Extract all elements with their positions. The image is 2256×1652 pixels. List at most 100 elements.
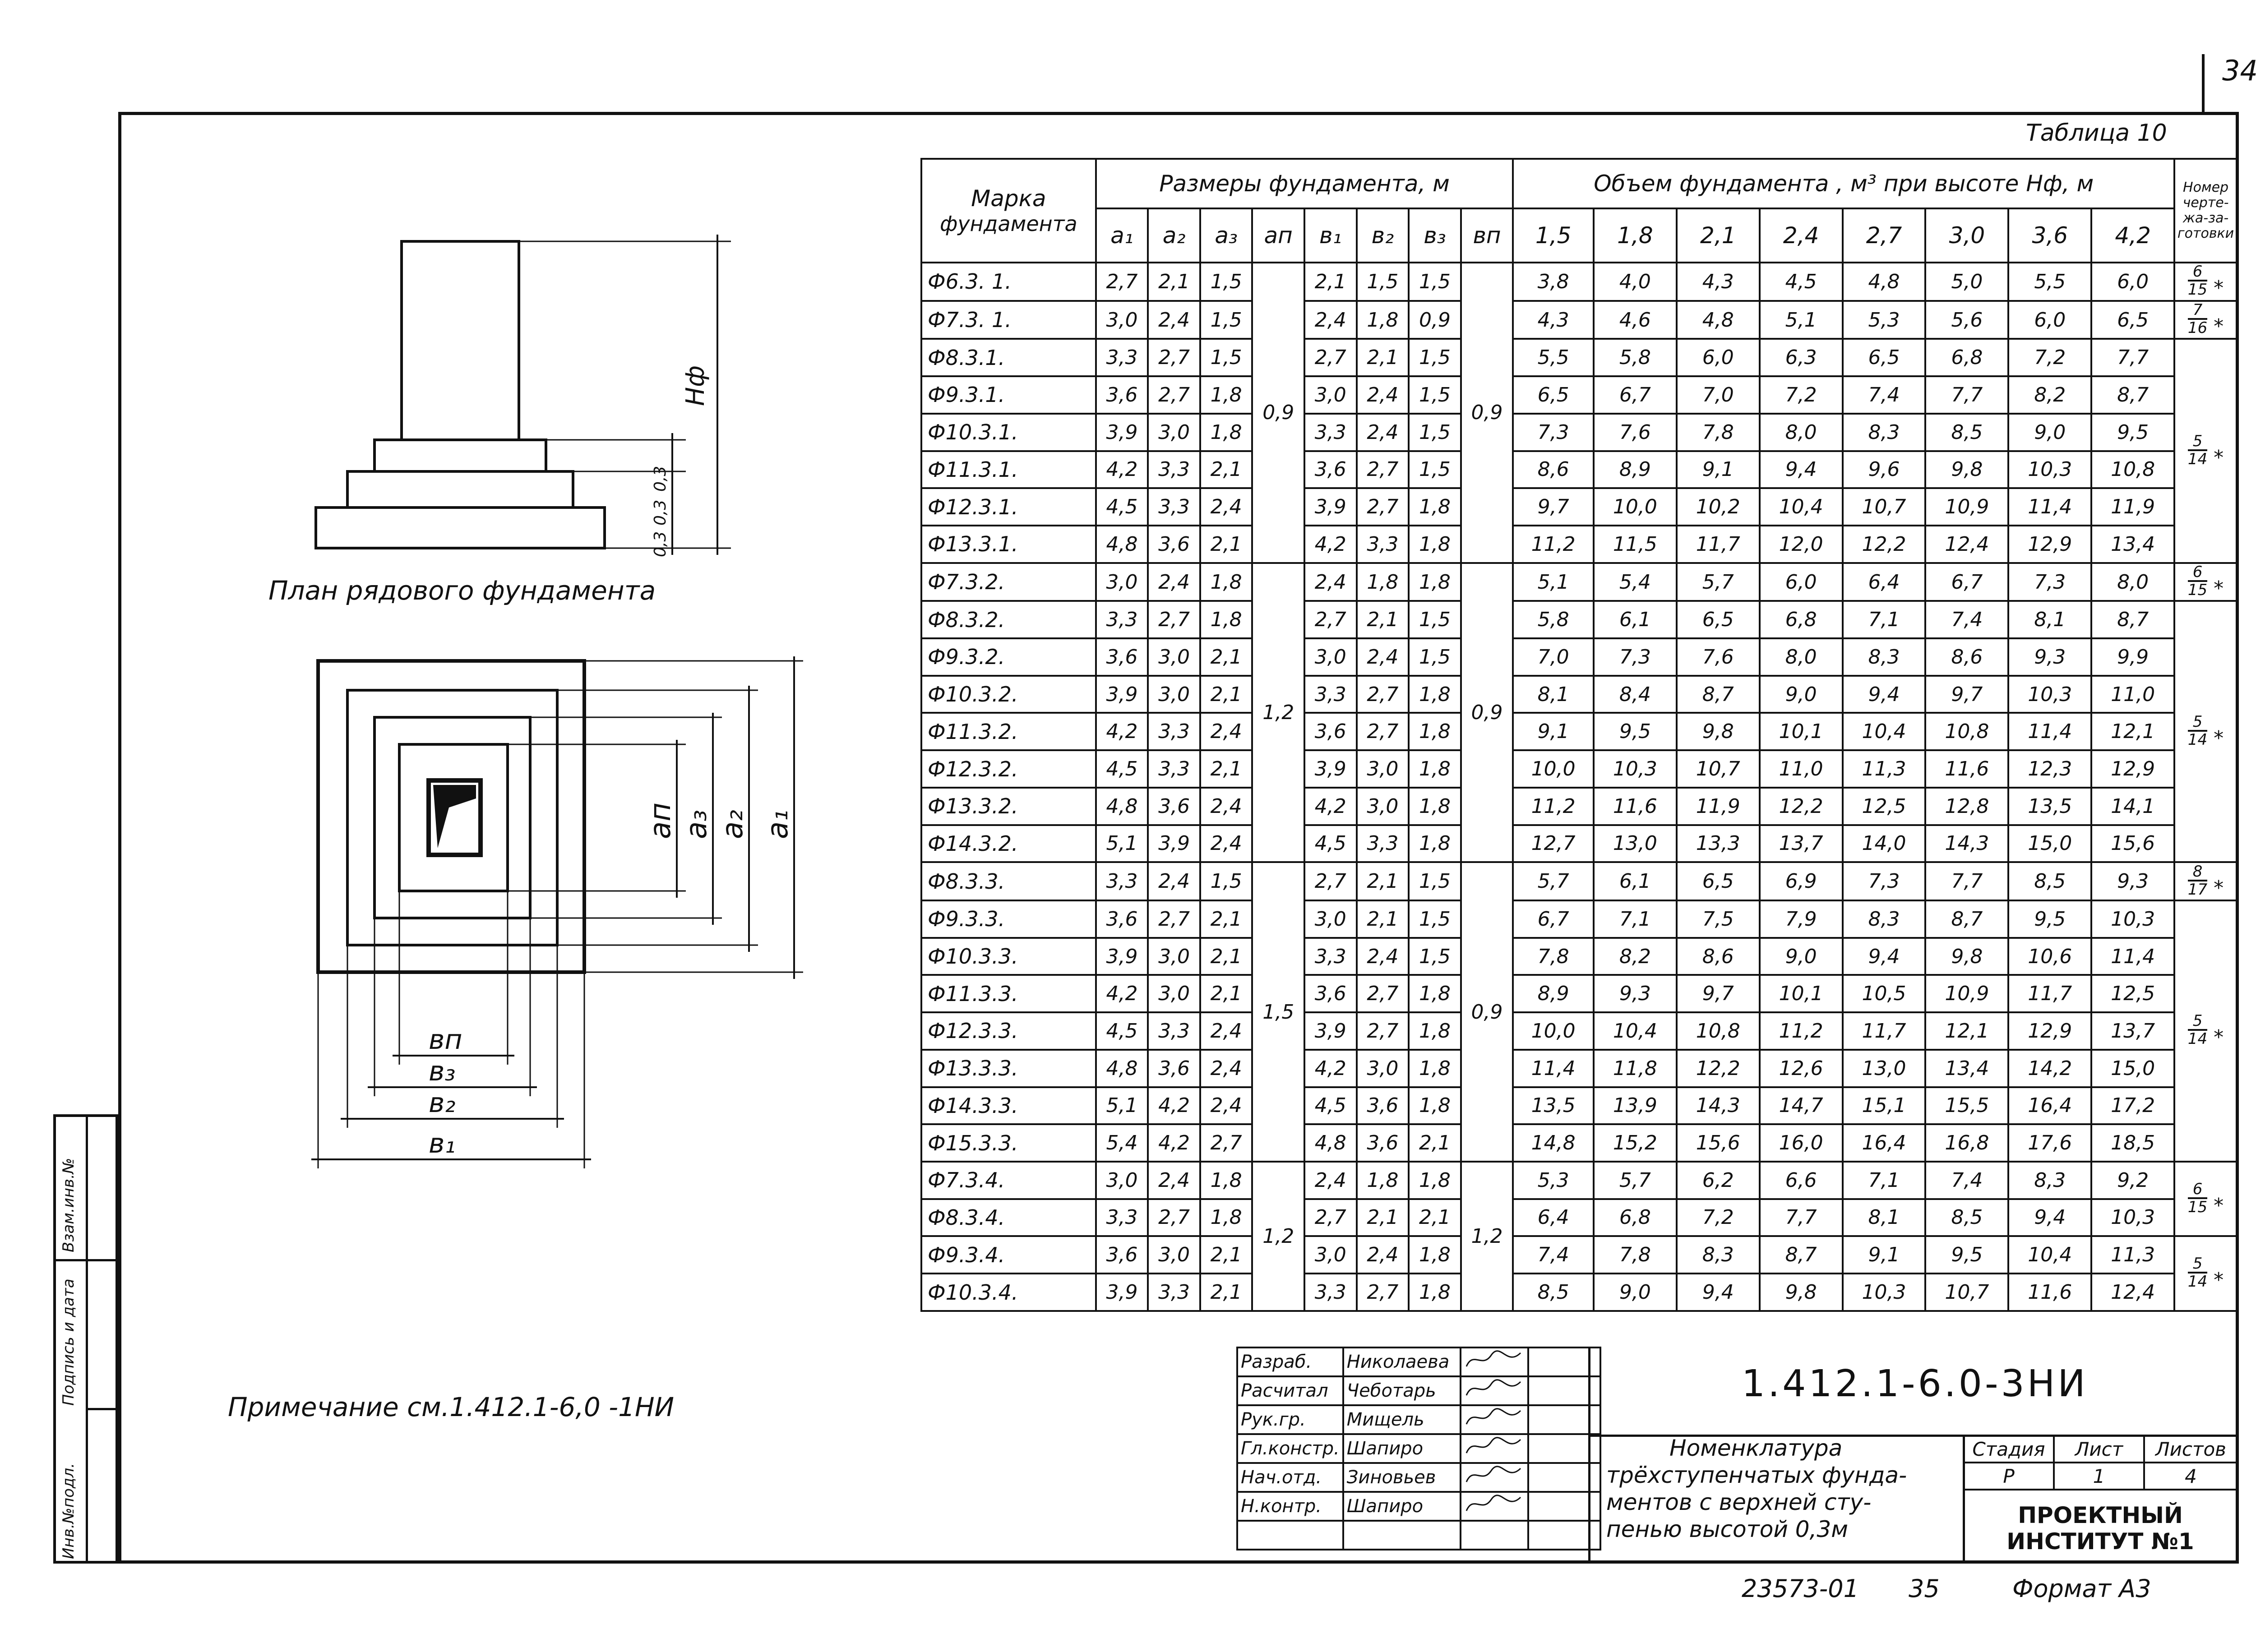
foundations-table: Марка фундамента Размеры фундамента, м О… [920, 158, 2238, 1312]
volume-value: 4,3 [1675, 262, 1761, 302]
width-label-bp: вп [429, 1024, 462, 1056]
dim-a2: 2,7 [1147, 600, 1201, 640]
volume-value: 6,9 [1758, 861, 1844, 902]
dim-b1: 2,7 [1304, 338, 1358, 378]
volume-value: 11,4 [2007, 487, 2093, 526]
dim-b3: 1,8 [1408, 1160, 1462, 1200]
volume-value: 12,8 [1924, 786, 2010, 826]
volume-value: 4,8 [1675, 300, 1761, 340]
dim-a3: 2,4 [1199, 1011, 1253, 1051]
volume-value: 7,4 [1512, 1235, 1595, 1275]
dim-a2: 3,0 [1147, 674, 1201, 714]
volume-value: 10,7 [1924, 1273, 2010, 1312]
side-label-replace-inv: Взам.инв.№ [60, 1158, 78, 1252]
volume-value: 12,1 [1924, 1011, 2010, 1051]
dim-b3: 1,5 [1408, 262, 1462, 302]
volume-value: 6,5 [1675, 600, 1761, 640]
foundation-mark: Ф10.3.1. [920, 412, 1097, 452]
volume-value: 7,2 [1675, 1198, 1761, 1237]
dim-b1: 3,3 [1304, 412, 1358, 452]
dim-a1: 4,2 [1095, 450, 1149, 489]
dim-b1: 3,0 [1304, 1235, 1358, 1275]
volume-value: 12,1 [2090, 712, 2176, 752]
signature-role: Нач.отд. [1236, 1462, 1344, 1493]
sheets-header: Листов [2143, 1435, 2238, 1463]
volume-value: 13,5 [1512, 1086, 1595, 1126]
volume-value: 8,6 [1675, 937, 1761, 976]
volume-value: 16,4 [2007, 1086, 2093, 1126]
dim-b3: 0,9 [1408, 300, 1462, 340]
dim-a3: 1,5 [1199, 338, 1253, 378]
dim-b1: 4,5 [1304, 824, 1358, 863]
dim-a2: 3,3 [1147, 749, 1201, 789]
dim-bp: 0,9 [1460, 861, 1514, 1163]
dim-a3: 1,8 [1199, 1198, 1253, 1237]
volume-value: 7,3 [1512, 412, 1595, 452]
volume-value: 9,5 [1592, 712, 1678, 752]
volume-value: 13,7 [1758, 824, 1844, 863]
volume-value: 7,3 [2007, 562, 2093, 602]
volume-value: 11,3 [1841, 749, 1927, 789]
plan-second-step [346, 689, 559, 946]
volume-value: 11,7 [2007, 974, 2093, 1014]
volume-value: 7,3 [1592, 637, 1678, 677]
foundation-mark: Ф12.3.3. [920, 1011, 1097, 1051]
dim-a2: 3,0 [1147, 1235, 1201, 1275]
signature-role: Рук.гр. [1236, 1404, 1344, 1435]
dim-a2: 2,4 [1147, 300, 1201, 340]
foundation-mark: Ф14.3.3. [920, 1086, 1097, 1126]
header-dim-col: в₃ [1408, 208, 1462, 263]
volume-value: 7,2 [2007, 338, 2093, 378]
volume-value: 16,8 [1924, 1123, 2010, 1163]
dim-a2: 3,6 [1147, 786, 1201, 826]
dim-bp: 0,9 [1460, 562, 1514, 863]
dim-b2: 3,6 [1355, 1086, 1410, 1126]
volume-value: 12,7 [1512, 824, 1595, 863]
foundation-mark: Ф13.3.2. [920, 786, 1097, 826]
volume-value: 11,4 [2090, 937, 2176, 976]
volume-value: 10,4 [1841, 712, 1927, 752]
step-2-elevation [346, 470, 574, 509]
dim-a3: 2,4 [1199, 824, 1253, 863]
volume-value: 6,5 [2090, 300, 2176, 340]
dim-a3: 2,4 [1199, 487, 1253, 526]
header-dimensions: Размеры фундамента, м [1095, 158, 1514, 209]
volume-value: 8,5 [1924, 412, 2010, 452]
dim-a3: 2,4 [1199, 1086, 1253, 1126]
dim-b1: 4,8 [1304, 1123, 1358, 1163]
dim-a1: 4,5 [1095, 749, 1149, 789]
volume-value: 10,8 [1675, 1011, 1761, 1051]
dim-a1: 4,8 [1095, 786, 1149, 826]
volume-value: 10,9 [1924, 974, 2010, 1014]
header-dim-col: aп [1251, 208, 1305, 263]
volume-value: 9,8 [1924, 937, 2010, 976]
volume-value: 10,0 [1512, 1011, 1595, 1051]
volume-value: 8,7 [2090, 375, 2176, 415]
dim-a3: 1,5 [1199, 861, 1253, 902]
step-label-top: 0,3 [651, 466, 670, 492]
dim-a2: 3,0 [1147, 937, 1201, 976]
volume-value: 7,2 [1758, 375, 1844, 415]
dim-a2: 3,0 [1147, 974, 1201, 1014]
volume-value: 9,0 [2007, 412, 2093, 452]
signature-mark [1459, 1404, 1529, 1435]
dim-b3: 1,5 [1408, 338, 1462, 378]
signature-row: Н.контр.Шапиро [1236, 1491, 1601, 1522]
volume-value: 10,7 [1841, 487, 1927, 526]
volume-value: 12,5 [2090, 974, 2176, 1014]
volume-value: 5,8 [1512, 600, 1595, 640]
dim-b3: 1,5 [1408, 637, 1462, 677]
dim-a1: 4,8 [1095, 1048, 1149, 1088]
foundation-mark: Ф10.3.3. [920, 937, 1097, 976]
volume-value: 10,6 [2007, 937, 2093, 976]
volume-value: 5,1 [1512, 562, 1595, 602]
dim-b2: 2,7 [1355, 712, 1410, 752]
volume-value: 5,4 [1592, 562, 1678, 602]
volume-value: 8,5 [2007, 861, 2093, 902]
volume-value: 10,3 [2007, 674, 2093, 714]
volume-value: 8,9 [1592, 450, 1678, 489]
